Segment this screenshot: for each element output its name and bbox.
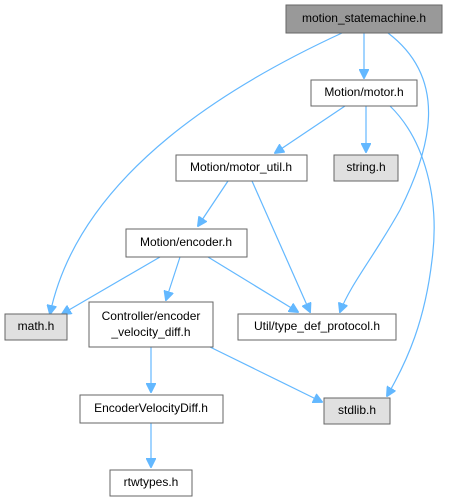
edges <box>50 32 435 467</box>
node-string-label: string.h <box>346 160 385 174</box>
node-stdlib-label: stdlib.h <box>338 403 376 417</box>
node-motor-util[interactable]: Motion/motor_util.h <box>175 154 308 182</box>
node-type-def[interactable]: Util/type_def_protocol.h <box>237 313 397 341</box>
node-string[interactable]: string.h <box>333 154 399 182</box>
node-string-box <box>333 154 399 182</box>
edge-motor-to-motor-util <box>275 105 346 153</box>
edge-motor-to-stdlib <box>387 105 435 396</box>
node-root-label: motion_statemachine.h <box>302 11 426 25</box>
node-rtwtypes[interactable]: rtwtypes.h <box>109 469 193 497</box>
edge-root-to-math <box>50 32 343 314</box>
node-type-def-label: Util/type_def_protocol.h <box>254 319 380 333</box>
edge-encoder-to-math <box>62 256 161 314</box>
node-motor[interactable]: Motion/motor.h <box>310 79 418 107</box>
node-encoder-velocity[interactable]: EncoderVelocityDiff.h <box>79 394 224 424</box>
edge-motor-util-to-type-def <box>251 180 310 312</box>
node-velocity-diff-box <box>88 301 214 348</box>
node-stdlib-box <box>323 397 391 425</box>
node-root-box <box>285 4 443 34</box>
node-encoder[interactable]: Motion/encoder.h <box>125 228 248 258</box>
node-type-def-box <box>237 313 397 341</box>
node-motor-util-label: Motion/motor_util.h <box>190 160 292 174</box>
edge-root-to-type-def <box>340 32 430 312</box>
node-rtwtypes-box <box>109 469 193 497</box>
node-encoder-box <box>125 228 248 258</box>
edge-encoder-to-velocity-diff <box>166 256 181 300</box>
node-encoder-velocity-box <box>79 394 224 424</box>
node-velocity-diff-label-line2: _velocity_diff.h <box>110 325 190 339</box>
node-root[interactable]: motion_statemachine.h <box>285 4 443 34</box>
edge-motor-util-to-encoder <box>198 180 229 226</box>
node-motor-util-box <box>175 154 308 182</box>
node-encoder-velocity-label: EncoderVelocityDiff.h <box>94 401 208 415</box>
node-velocity-diff[interactable]: Controller/encoder _velocity_diff.h <box>88 301 214 348</box>
node-stdlib[interactable]: stdlib.h <box>323 397 391 425</box>
edge-encoder-to-type-def <box>207 256 298 312</box>
node-math-box <box>4 313 68 341</box>
node-motor-label: Motion/motor.h <box>324 85 403 99</box>
node-rtwtypes-label: rtwtypes.h <box>124 475 179 489</box>
node-encoder-label: Motion/encoder.h <box>140 235 232 249</box>
node-velocity-diff-label-line1: Controller/encoder <box>102 309 201 323</box>
node-math[interactable]: math.h <box>4 313 68 341</box>
node-math-label: math.h <box>18 319 55 333</box>
edge-velocity-diff-to-stdlib <box>209 346 322 402</box>
node-motor-box <box>310 79 418 107</box>
